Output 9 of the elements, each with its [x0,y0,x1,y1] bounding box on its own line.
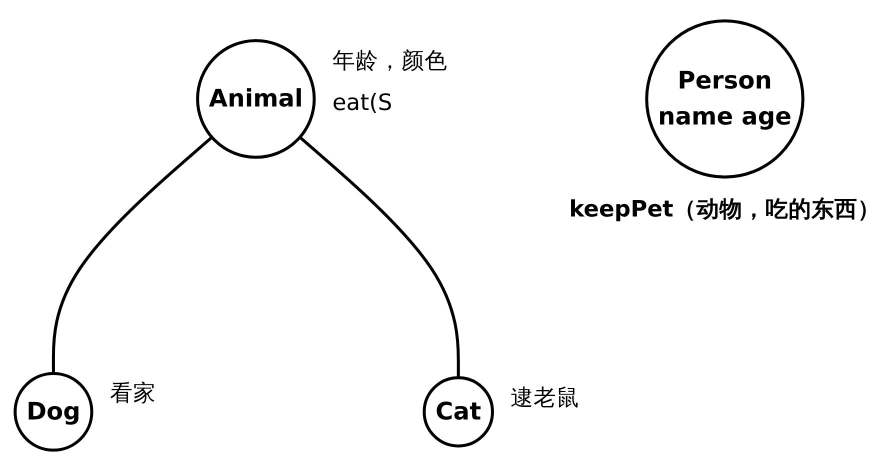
node-note: keepPet（动物，吃的东西） [569,196,880,222]
node-circle: Dog [14,372,94,452]
node-note: eat(S [332,90,392,116]
node-note: 年龄，颜色 [332,48,448,74]
node-note: 逮老鼠 [510,384,580,411]
node-circle: Animal [196,39,316,159]
node-circle: Person name age [645,19,804,179]
node-circle: Cat [422,376,494,448]
node-note: 看家 [110,380,156,407]
